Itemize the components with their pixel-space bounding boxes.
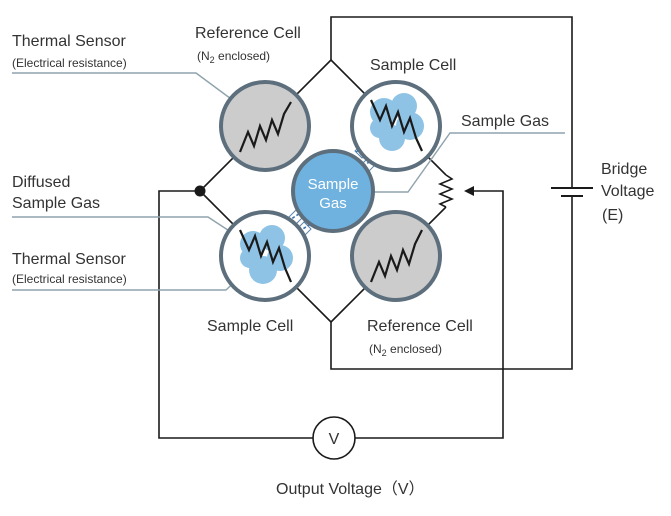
bridge-wiring bbox=[158, 16, 573, 439]
label-diffused-line1: Diffused bbox=[12, 174, 70, 191]
label-sample-cell-top: Sample Cell bbox=[370, 57, 456, 74]
label-bridge-line3: (E) bbox=[602, 207, 623, 224]
label-diffused-line2: Sample Gas bbox=[12, 195, 100, 212]
label-thermal-sensor-bottom-sub: (Electrical resistance) bbox=[12, 272, 127, 286]
label-sample-cell-bottom: Sample Cell bbox=[207, 318, 293, 335]
sample-cell-top-right bbox=[350, 80, 442, 172]
center-gas-label-line1: Sample bbox=[308, 176, 359, 193]
label-sample-gas: Sample Gas bbox=[461, 113, 549, 130]
center-sample-gas: Sample Gas bbox=[291, 149, 375, 233]
label-bridge-line1: Bridge bbox=[601, 161, 647, 178]
junction-node bbox=[194, 185, 206, 197]
label-reference-cell-bottom-sub: (N2 enclosed) bbox=[369, 342, 442, 358]
label-reference-cell-bottom: Reference Cell bbox=[367, 318, 473, 335]
center-gas-label-line2: Gas bbox=[319, 195, 347, 212]
label-bridge-line2: Voltage bbox=[601, 183, 654, 200]
label-reference-cell-top: Reference Cell bbox=[195, 25, 301, 42]
reference-cell-bottom-right bbox=[350, 210, 442, 302]
voltmeter: V bbox=[312, 416, 356, 460]
resistor-icon bbox=[238, 101, 292, 153]
label-output-voltage: Output Voltage（V） bbox=[276, 480, 425, 498]
sample-cell-bottom-left bbox=[219, 210, 311, 302]
label-thermal-sensor-bottom: Thermal Sensor bbox=[12, 251, 126, 268]
label-reference-cell-top-sub: (N2 enclosed) bbox=[197, 49, 270, 65]
label-thermal-sensor-top: Thermal Sensor bbox=[12, 33, 126, 50]
resistor-icon bbox=[369, 99, 423, 152]
battery-symbol bbox=[551, 187, 593, 197]
resistor-icon bbox=[238, 229, 293, 283]
voltmeter-symbol: V bbox=[329, 431, 340, 448]
reference-cell-top-left bbox=[219, 80, 311, 172]
resistor-icon bbox=[369, 229, 423, 283]
label-thermal-sensor-top-sub: (Electrical resistance) bbox=[12, 56, 127, 70]
variable-resistor bbox=[437, 174, 455, 208]
